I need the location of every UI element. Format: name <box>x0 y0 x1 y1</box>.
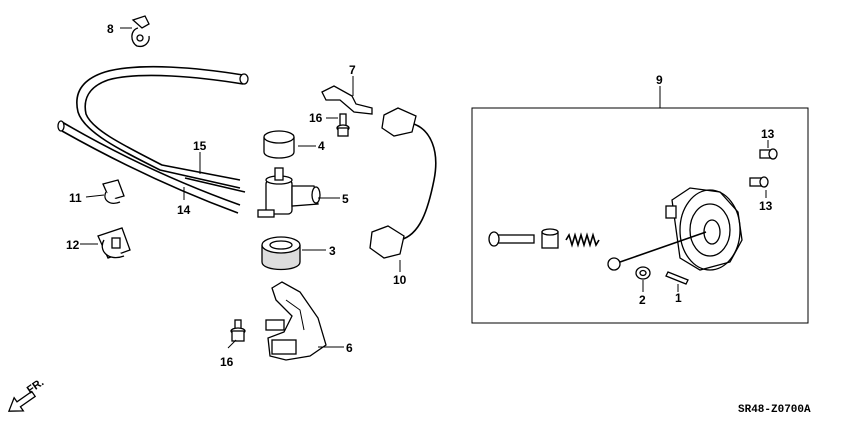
bolt-16-top <box>336 113 350 137</box>
callout-14: 14 <box>177 203 191 217</box>
callout-16-bottom: 16 <box>220 355 234 369</box>
diagram-code: SR48-Z0700A <box>738 404 811 416</box>
spring <box>565 232 600 248</box>
leader-lines <box>80 27 769 349</box>
solenoid-valve-5 <box>257 167 321 218</box>
callout-13-top: 13 <box>761 127 775 141</box>
screw-13-bottom <box>749 176 769 188</box>
collar <box>541 228 559 249</box>
callout-10: 10 <box>393 273 407 287</box>
callout-2: 2 <box>639 293 646 307</box>
callout-12: 12 <box>66 238 80 252</box>
callout-15: 15 <box>193 139 207 153</box>
callout-3: 3 <box>329 244 336 258</box>
vacuum-hose-short <box>57 120 246 214</box>
front-direction-arrow <box>7 390 37 412</box>
callout-9: 9 <box>656 73 663 87</box>
screw-long <box>488 231 535 247</box>
callout-5: 5 <box>342 192 349 206</box>
cap-4 <box>263 130 295 159</box>
clip-12 <box>97 227 131 259</box>
harness-10 <box>369 107 437 259</box>
actuator-diaphragm <box>607 187 743 271</box>
callout-16-top: 16 <box>309 111 323 125</box>
callout-11: 11 <box>69 191 82 205</box>
rubber-mount-3 <box>261 236 301 271</box>
vacuum-hose-long <box>76 65 249 189</box>
stay-7 <box>321 85 373 115</box>
bracket-6 <box>265 281 327 361</box>
callout-1: 1 <box>675 291 682 305</box>
washer-2 <box>635 266 651 280</box>
callout-13-bottom: 13 <box>759 199 773 213</box>
screw-13-top <box>759 148 778 160</box>
assembly-box-9 <box>471 107 809 324</box>
pin-1 <box>665 271 689 285</box>
clamp-8 <box>131 15 150 48</box>
clip-11 <box>102 179 125 204</box>
callout-8: 8 <box>107 22 114 36</box>
bolt-16-bottom <box>230 319 246 342</box>
callout-7: 7 <box>349 63 356 77</box>
callout-6: 6 <box>346 341 353 355</box>
callout-4: 4 <box>318 139 325 153</box>
